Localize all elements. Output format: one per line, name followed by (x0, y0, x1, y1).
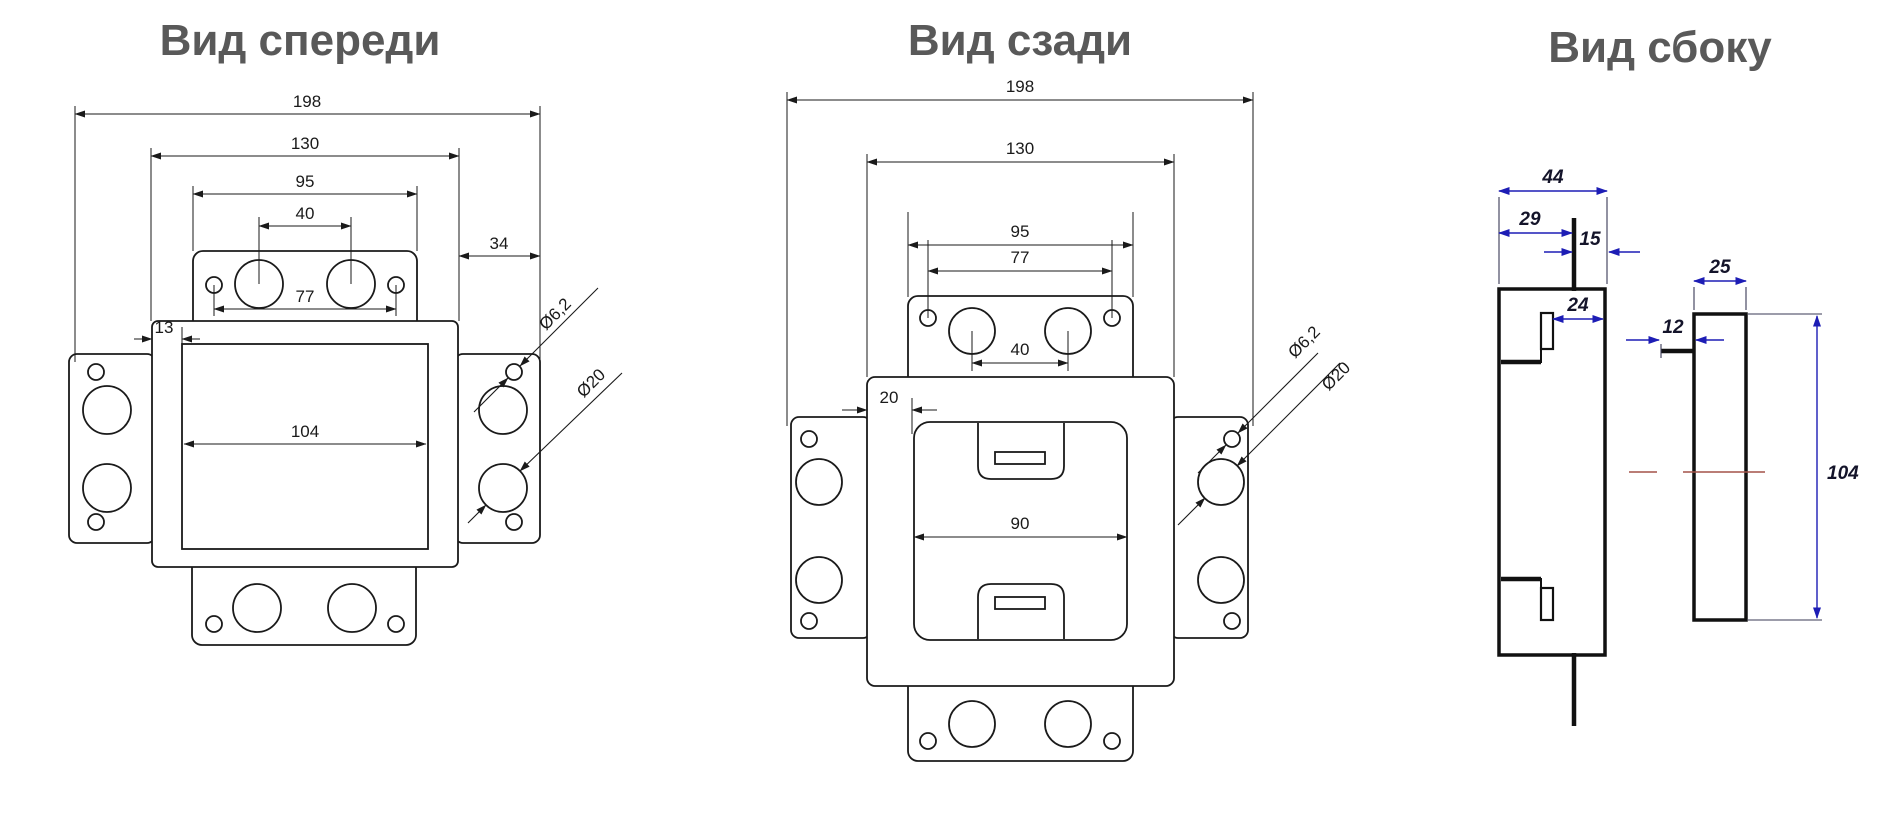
back-top-flap-slot (994, 451, 1046, 465)
front-wing-hole-small (87, 513, 105, 531)
side-plate-profile (1692, 312, 1748, 622)
front-wing-hole-small (87, 363, 105, 381)
side-dim-15: 15 (1579, 229, 1601, 250)
back-wing-hole-small (1223, 430, 1241, 448)
front-left-wing (68, 353, 156, 544)
side-view-title: Вид сбоку (1548, 23, 1772, 72)
back-dim-95: 95 (1011, 222, 1030, 241)
front-dim-77: 77 (296, 287, 315, 306)
back-bottom-hole-small (1103, 732, 1121, 750)
back-extension-lines (786, 92, 1254, 434)
front-dia-small-label: Ø6,2 (535, 294, 574, 333)
back-wing-hole-small (800, 612, 818, 630)
side-dim-25: 25 (1708, 257, 1731, 278)
back-dim-198: 198 (1006, 77, 1034, 96)
front-dim-198: 198 (293, 92, 321, 111)
back-wing-hole-large (1197, 458, 1245, 506)
side-dim-24: 24 (1566, 295, 1589, 316)
back-wing-hole-small (800, 430, 818, 448)
front-bottom-hole-large (327, 583, 377, 633)
back-bottom-flap-slot (994, 596, 1046, 610)
back-bottom-tab (907, 675, 1134, 762)
back-bottom-hole-large (1044, 700, 1092, 748)
front-bottom-hole-small (387, 615, 405, 633)
back-wing-hole-large (795, 556, 843, 604)
side-dimensions: 44 29 15 24 25 12 104 (1498, 167, 1859, 619)
front-bottom-hole-small (205, 615, 223, 633)
front-inner-opening (181, 343, 429, 550)
front-right-wing (454, 353, 541, 544)
front-dim-130: 130 (291, 134, 319, 153)
back-dimensions: 198 130 95 77 40 20 90 (786, 77, 1254, 541)
side-view: Вид сбоку (1497, 23, 1859, 726)
front-dimensions: 198 130 95 40 34 77 13 104 (74, 92, 541, 448)
back-view: Вид сзади (786, 16, 1354, 762)
back-bottom-hole-large (948, 700, 996, 748)
front-wing-hole-large (478, 463, 528, 513)
front-view: Вид спереди (68, 16, 623, 646)
back-left-wing (790, 416, 872, 639)
front-wing-hole-large (82, 385, 132, 435)
side-dim-44: 44 (1541, 167, 1564, 188)
front-dim-104: 104 (291, 422, 319, 441)
back-dim-20: 20 (880, 388, 899, 407)
back-dim-90: 90 (1011, 514, 1030, 533)
side-bottom-clip-tab (1539, 586, 1555, 622)
side-dim-12: 12 (1662, 317, 1684, 338)
front-dia-large-label: Ø20 (573, 365, 609, 401)
side-dim-29: 29 (1518, 209, 1541, 230)
front-wing-hole-small (505, 513, 523, 531)
front-wing-hole-large (82, 463, 132, 513)
front-view-title: Вид спереди (160, 16, 441, 65)
back-bottom-flap (977, 583, 1065, 639)
front-wing-hole-small (505, 363, 523, 381)
side-dim-104: 104 (1827, 463, 1859, 484)
back-bottom-hole-small (919, 732, 937, 750)
side-top-clip-tab (1539, 311, 1555, 351)
back-dim-77: 77 (1011, 248, 1030, 267)
back-dia-large-label: Ø20 (1318, 358, 1354, 394)
front-bottom-tab (191, 555, 417, 646)
front-dim-40: 40 (296, 204, 315, 223)
back-dim-130: 130 (1006, 139, 1034, 158)
back-dia-small-label: Ø6,2 (1284, 322, 1323, 361)
front-bottom-hole-large (232, 583, 282, 633)
back-wing-hole-large (795, 458, 843, 506)
side-extension-lines (1498, 197, 1822, 621)
back-wing-hole-large (1197, 556, 1245, 604)
front-dim-13: 13 (155, 318, 174, 337)
back-view-title: Вид сзади (908, 16, 1132, 65)
back-dim-40: 40 (1011, 340, 1030, 359)
back-top-flap (977, 423, 1065, 480)
front-dim-34: 34 (490, 234, 509, 253)
back-wing-hole-small (1223, 612, 1241, 630)
back-inner-opening (913, 421, 1128, 641)
front-dim-95: 95 (296, 172, 315, 191)
front-extension-lines (74, 106, 541, 362)
back-right-wing (1169, 416, 1249, 639)
